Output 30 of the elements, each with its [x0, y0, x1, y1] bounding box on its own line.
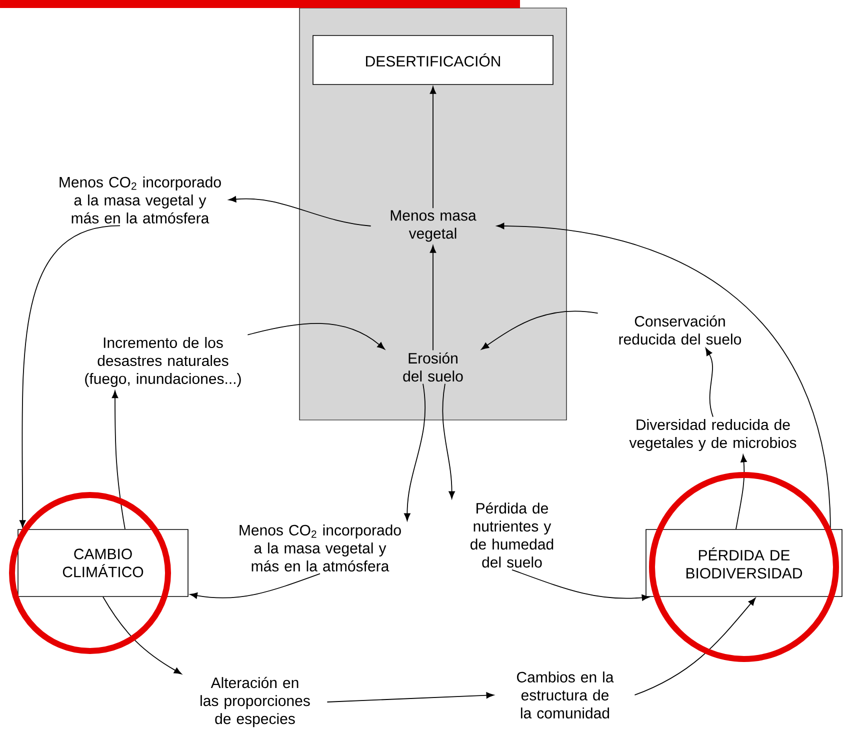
node-text: Diversidad reducida de vegetales y de microbios — [629, 419, 796, 451]
labeled-box: PÉRDIDA DE BIODIVERSIDAD — [646, 529, 842, 597]
arrow — [481, 310, 598, 350]
labeled-box: CAMBIO CLIMÁTICO — [18, 529, 188, 597]
node-text: Pérdida de nutrientes y de humedad del suelo — [470, 502, 554, 568]
node-text: Alteración en las proporciones de especies — [200, 676, 310, 728]
node-text: Menos CO$_{2}$ incorporado a la masa vegetal y más en la atmósfera — [240, 524, 401, 572]
arrow — [736, 454, 747, 530]
node-text: Cambios en la estructura de la comunidad — [517, 671, 614, 718]
arrow — [102, 596, 182, 674]
arrow — [190, 573, 320, 599]
node-text: Conservación reducida del suelo — [619, 315, 742, 345]
arrow — [228, 196, 372, 226]
arrow — [705, 348, 714, 418]
arrow — [112, 390, 126, 530]
arrow — [496, 222, 831, 530]
arrow — [442, 383, 455, 499]
arrow — [634, 598, 756, 696]
node-text: Incremento de los desastres naturales (fuego, inundaciones...) — [85, 337, 241, 387]
arrow — [19, 225, 120, 528]
labeled-box: DESERTIFICACIÓN — [312, 35, 554, 85]
arrow — [512, 569, 650, 601]
arrow — [430, 86, 436, 209]
node-text: Menos masa vegetal — [390, 210, 476, 242]
node-text: Erosión del suelo — [403, 352, 463, 382]
arrow — [404, 383, 426, 521]
node-text: Menos CO$_{2}$ incorporado a la masa vegetal y más en la atmósfera — [60, 176, 221, 224]
arrow — [430, 245, 436, 351]
arrow — [247, 323, 385, 350]
arrow — [326, 692, 494, 702]
